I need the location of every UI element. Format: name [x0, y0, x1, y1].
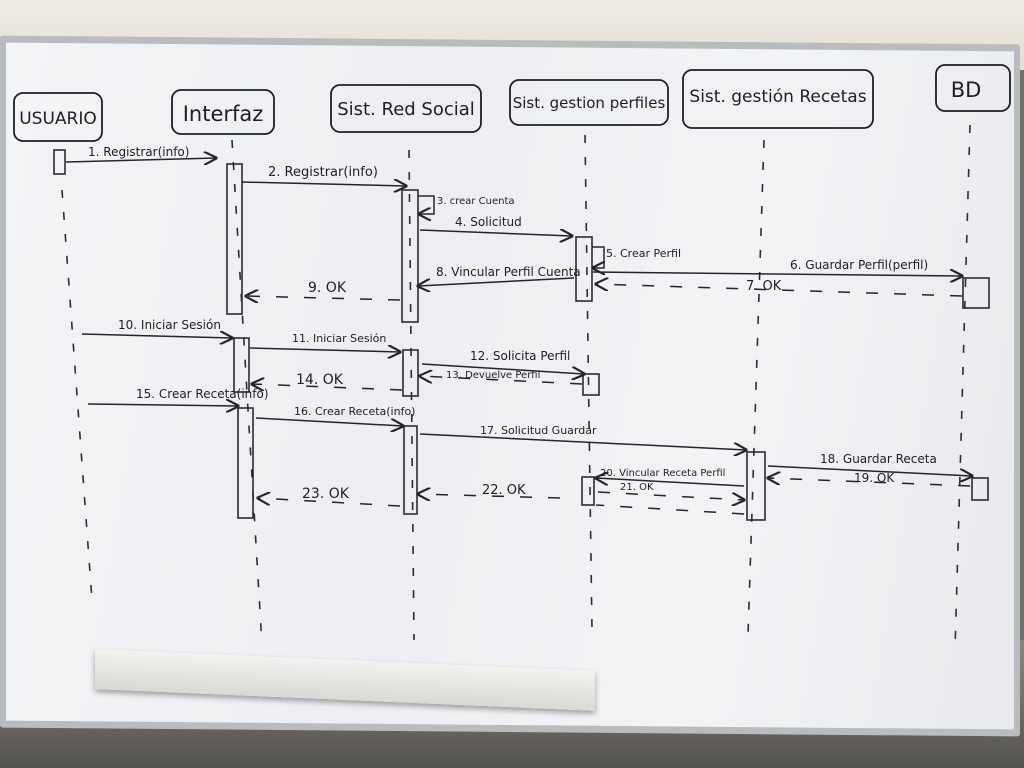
message-arrow-15: [87, 404, 238, 406]
message-arrow-8: [418, 277, 575, 286]
lifeline-gestion-recetas: [747, 139, 765, 636]
message-label-2: 2. Registrar(info): [268, 165, 378, 180]
participant-usuario-label: USUARIO: [19, 109, 97, 129]
message-label-1: 1. Registrar(info): [88, 145, 189, 159]
participant-bd: BD: [935, 64, 1011, 112]
message-arrow-17: [419, 433, 746, 450]
message-arrow-2: [241, 182, 406, 186]
message-label-12: 12. Solicita Perfil: [470, 349, 570, 363]
message-arrow-11: [249, 348, 400, 352]
activation-red-social-3: [403, 425, 418, 515]
message-label-9: 9. OK: [308, 280, 347, 296]
participant-red-social: Sist. Red Social: [330, 84, 482, 133]
message-arrow-9: [246, 296, 401, 300]
message-arrow-3: [418, 195, 435, 214]
participant-interfaz: Interfaz: [171, 89, 275, 135]
message-arrow-19: [768, 478, 971, 487]
message-label-5: 5. Crear Perfil: [606, 247, 681, 260]
message-arrow-22: [418, 494, 561, 498]
message-label-23: 23. OK: [302, 486, 350, 502]
activation-recetas: [746, 451, 766, 521]
message-arrow-6: [592, 272, 962, 276]
message-label-21: 21. OK: [620, 482, 654, 493]
activation-interfaz-1: [226, 163, 243, 315]
message-label-3: 3. crear Cuenta: [437, 196, 515, 207]
message-label-18: 18. Guardar Receta: [820, 452, 937, 466]
activation-red-social-1: [401, 189, 419, 323]
message-arrow-16: [255, 417, 403, 426]
message-arrow-22a: [595, 504, 745, 515]
activation-bd-2: [971, 477, 989, 501]
message-label-11: 11. Iniciar Sesión: [292, 332, 386, 345]
message-arrow-5: [592, 246, 604, 268]
message-label-7: 7. OK: [746, 279, 782, 294]
lifeline-bd: [954, 124, 971, 651]
message-label-15: 15. Crear Receta(info): [136, 387, 269, 401]
lifeline-usuario: [61, 189, 93, 601]
lifeline-red-social: [408, 149, 415, 641]
message-label-19: 19. OK: [854, 471, 895, 485]
message-label-4: 4. Solicitud: [455, 215, 522, 229]
lifeline-gestion-perfiles: [584, 134, 593, 631]
message-arrow-18: [767, 465, 972, 476]
message-label-13: 13. Devuelve Perfil: [446, 370, 540, 381]
message-arrow-21: [597, 491, 744, 500]
message-arrow-20: [596, 478, 745, 487]
participant-red-social-label: Sist. Red Social: [337, 99, 475, 120]
message-arrow-4: [419, 230, 572, 236]
message-label-8: 8. Vincular Perfil Cuenta: [436, 265, 581, 279]
message-label-17: 17. Solicitud Guardar: [480, 424, 597, 437]
participant-gestion-perfiles-label: Sist. gestion perfiles: [513, 94, 666, 112]
participant-interfaz-label: Interfaz: [183, 102, 264, 126]
message-arrow-10: [81, 334, 232, 338]
participant-usuario: USUARIO: [13, 92, 103, 142]
activation-bd-1: [962, 277, 990, 309]
participant-gestion-recetas: Sist. gestión Recetas: [682, 69, 874, 129]
activation-perfiles-3: [581, 476, 595, 506]
message-arrow-7: [596, 284, 963, 297]
participant-bd-label: BD: [951, 78, 982, 102]
activation-red-social-2: [402, 349, 419, 397]
activation-interfaz-3: [237, 407, 254, 519]
message-label-6: 6. Guardar Perfil(perfil): [790, 258, 928, 272]
message-label-16: 16. Crear Receta(info): [294, 405, 415, 418]
message-arrow-12: [421, 363, 584, 374]
participant-gestion-perfiles: Sist. gestion perfiles: [509, 79, 669, 126]
activation-perfiles-2: [582, 373, 600, 396]
activation-interfaz-2: [233, 337, 250, 393]
activation-usuario: [53, 149, 66, 175]
message-arrow-23: [258, 498, 401, 507]
lifeline-interfaz: [231, 139, 263, 646]
message-label-20: 20. Vincular Receta Perfil: [600, 468, 725, 479]
message-arrow-1: [65, 158, 216, 162]
message-label-10: 10. Iniciar Sesión: [118, 318, 221, 332]
message-label-22: 22. OK: [482, 483, 526, 498]
participant-gestion-recetas-label: Sist. gestión Recetas: [689, 87, 866, 107]
message-label-14: 14. OK: [296, 372, 344, 388]
